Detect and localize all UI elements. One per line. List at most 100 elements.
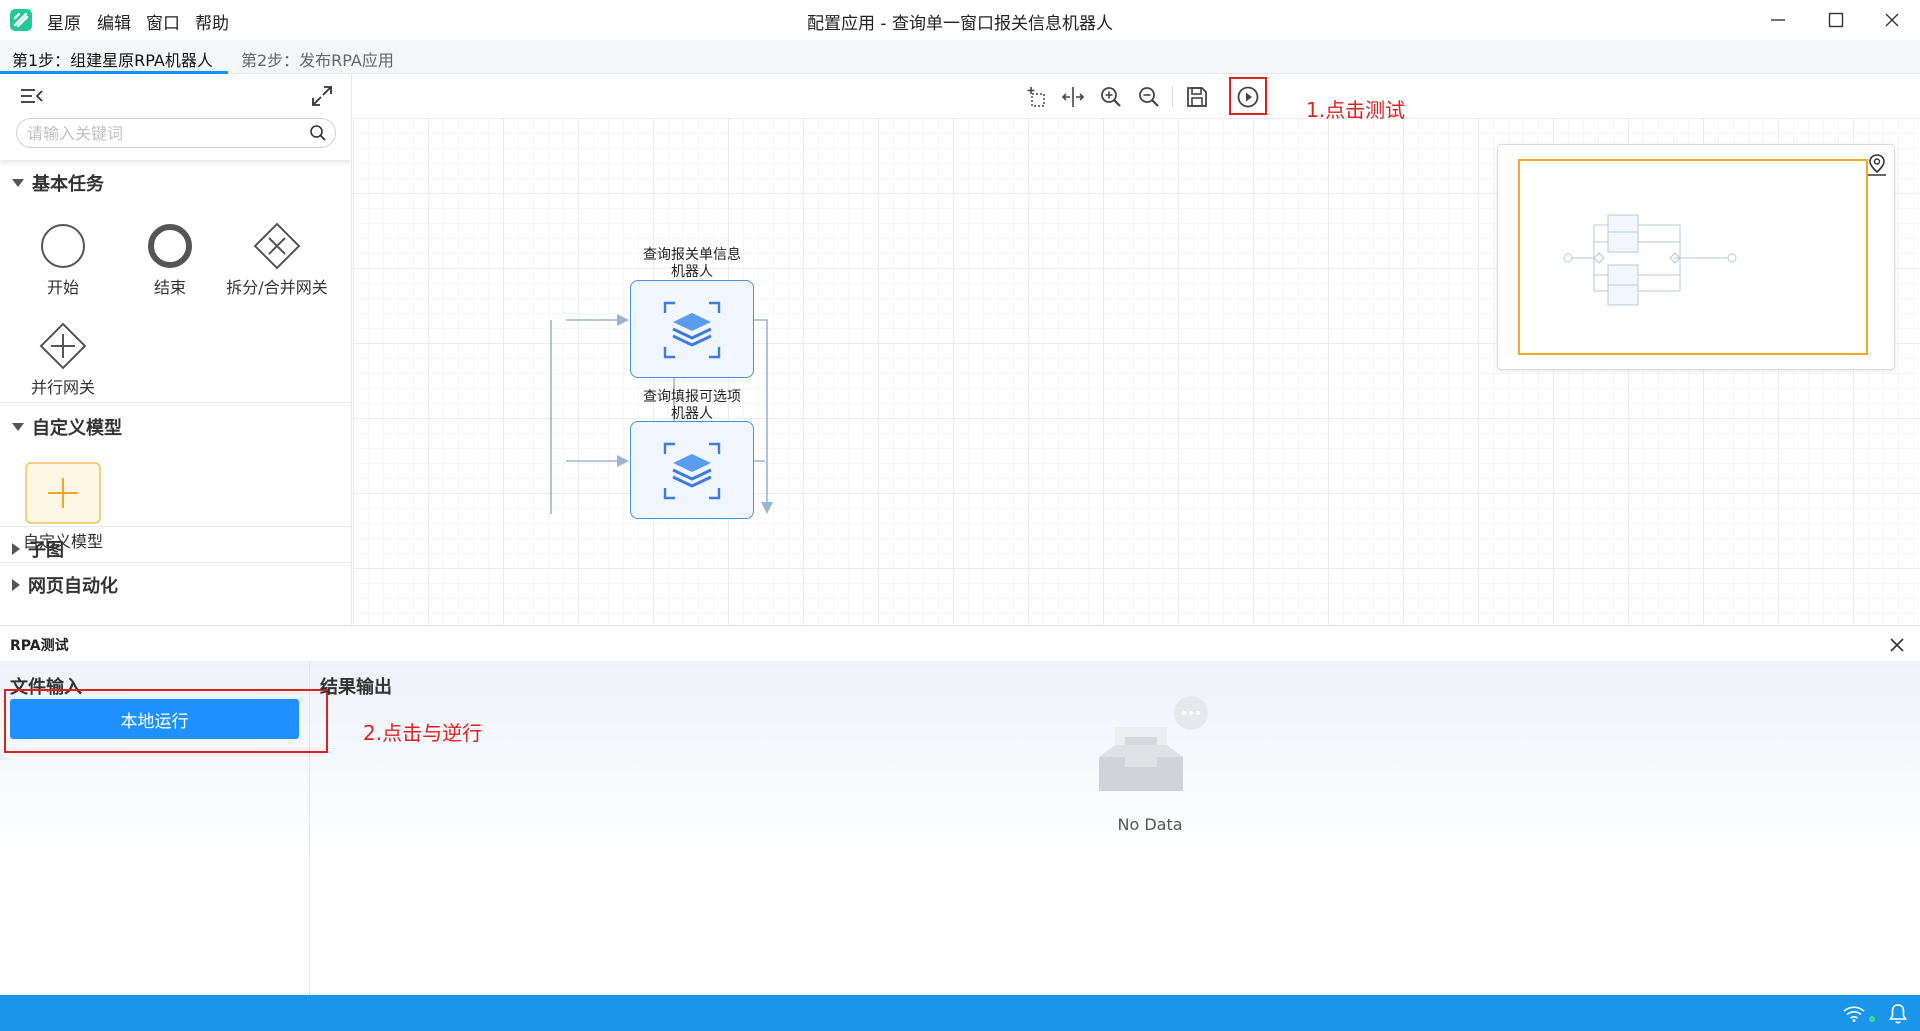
tool-label: 结束 (153, 278, 186, 297)
save-icon (1187, 87, 1207, 107)
select-tool-button[interactable] (1020, 82, 1050, 112)
empty-state: No Data (1060, 695, 1240, 834)
close-panel-icon[interactable] (1886, 634, 1908, 656)
space-tool-button[interactable] (1058, 82, 1088, 112)
section-label: 子图 (28, 540, 64, 561)
status-bar (0, 995, 1920, 1031)
divider (0, 526, 351, 527)
component-panel: 基本任务 开始 结束 拆分/合并网关 并行网关 自定义模型 自定义模型 子图 网… (0, 74, 352, 625)
search-card (0, 74, 351, 160)
file-input-column: 文件输入 本地运行 (0, 661, 328, 995)
minimize-button[interactable] (1750, 2, 1806, 38)
minimap-viewport[interactable] (1518, 159, 1868, 355)
wifi-icon (1843, 1006, 1875, 1022)
tool-label: 自定义模型 (22, 532, 103, 551)
file-input-title: 文件输入 (10, 677, 82, 698)
play-circle-icon (1237, 86, 1259, 108)
active-tab-indicator (0, 71, 228, 74)
arrow-head (617, 314, 629, 326)
menu-help[interactable]: 帮助 (195, 14, 229, 34)
tool-start[interactable]: 开始 (8, 222, 118, 298)
parallel-gateway-icon (39, 322, 87, 370)
zoom-out-button[interactable] (1134, 82, 1164, 112)
locate-pin-icon[interactable] (1866, 153, 1888, 177)
search-input[interactable] (27, 122, 287, 144)
section-basic-tasks[interactable]: 基本任务 (12, 170, 104, 196)
zoom-in-icon (1101, 87, 1121, 107)
zoom-out-icon (1139, 87, 1159, 107)
minimap-preview (1563, 214, 1737, 306)
task-node-option-query[interactable] (630, 421, 754, 519)
fullscreen-icon[interactable] (310, 84, 334, 108)
node-label: 查询报关单信息 机器人 (643, 247, 741, 280)
divider (0, 562, 351, 563)
annotation-click-run: 2.点击与逆行 (363, 721, 483, 745)
node-label: 查询填报可选项 机器人 (643, 389, 741, 422)
end-event-icon (148, 224, 192, 268)
local-run-button[interactable]: 本地运行 (10, 699, 299, 739)
tool-parallel-gateway[interactable]: 并行网关 (8, 322, 118, 398)
tab-step1[interactable]: 第1步：组建星原RPA机器人 (12, 51, 213, 70)
collapse-panel-icon[interactable] (20, 86, 44, 106)
rpa-robot-icon (663, 442, 721, 500)
caret-down-icon (12, 423, 24, 431)
toolbar-separator (1172, 86, 1173, 108)
tool-label: 开始 (46, 278, 79, 297)
no-data-text: No Data (1117, 815, 1183, 834)
app-logo-icon (10, 9, 32, 31)
rpa-test-panel: RPA测试 文件输入 本地运行 2.点击与逆行 结果输出 No Data (0, 625, 1920, 995)
maximize-button[interactable] (1808, 2, 1864, 38)
canvas-toolbar (353, 74, 1920, 118)
exclusive-gateway-icon (253, 222, 301, 270)
task-node-declaration-query[interactable] (630, 280, 754, 378)
caret-down-icon (12, 179, 24, 187)
menu-edit[interactable]: 编辑 (97, 14, 131, 34)
lasso-select-icon (1027, 87, 1045, 107)
step-tabs: 第1步：组建星原RPA机器人 第2步：发布RPA应用 (0, 40, 1920, 74)
tool-end[interactable]: 结束 (115, 222, 225, 298)
save-button[interactable] (1182, 82, 1212, 112)
arrow-head (617, 455, 629, 467)
empty-inbox-icon (1099, 696, 1208, 791)
menu-window[interactable]: 窗口 (146, 14, 180, 34)
minimap[interactable] (1497, 144, 1895, 370)
minimize-icon (1771, 19, 1785, 21)
section-subgraph[interactable]: 子图 (12, 536, 64, 562)
caret-right-icon (12, 579, 20, 591)
notification-bell-icon[interactable] (1888, 1003, 1908, 1025)
caret-right-icon (12, 543, 20, 555)
section-label: 网页自动化 (28, 576, 118, 597)
window-title: 配置应用 - 查询单一窗口报关信息机器人 (807, 14, 1113, 34)
start-event-icon (41, 224, 85, 268)
tool-custom-model[interactable]: 自定义模型 (8, 462, 118, 552)
test-panel-title: RPA测试 (10, 638, 69, 654)
tool-split-merge-gateway[interactable]: 拆分/合并网关 (222, 222, 332, 298)
zoom-in-button[interactable] (1096, 82, 1126, 112)
test-button-highlight (1229, 77, 1267, 115)
title-bar: 星原 编辑 窗口 帮助 配置应用 - 查询单一窗口报关信息机器人 (0, 0, 1920, 40)
run-button-highlight (4, 689, 328, 753)
tool-label: 拆分/合并网关 (226, 278, 328, 297)
rpa-robot-icon (663, 301, 721, 359)
tab-step2[interactable]: 第2步：发布RPA应用 (241, 51, 394, 70)
add-model-icon (25, 462, 101, 524)
test-run-button[interactable] (1233, 82, 1263, 112)
test-panel-header: RPA测试 (0, 625, 1920, 661)
search-icon[interactable] (309, 124, 327, 142)
arrow-head (761, 502, 773, 514)
close-window-button[interactable] (1864, 2, 1920, 38)
section-label: 基本任务 (32, 174, 104, 195)
tool-label: 并行网关 (30, 378, 95, 397)
menu-star[interactable]: 星原 (47, 14, 81, 34)
flow-canvas[interactable]: 1.点击测试 查询报关单信息 机器人 查询填报可选项 机器人 (353, 74, 1920, 625)
section-label: 自定义模型 (32, 418, 122, 439)
section-web-automation[interactable]: 网页自动化 (12, 572, 118, 598)
divider (0, 402, 351, 403)
maximize-icon (1828, 12, 1844, 28)
result-output-title: 结果输出 (320, 677, 392, 698)
section-custom-models[interactable]: 自定义模型 (12, 414, 122, 440)
annotation-click-test: 1.点击测试 (1306, 98, 1406, 122)
search-box (16, 118, 336, 148)
close-icon (1885, 13, 1899, 27)
space-tool-icon (1061, 87, 1085, 107)
